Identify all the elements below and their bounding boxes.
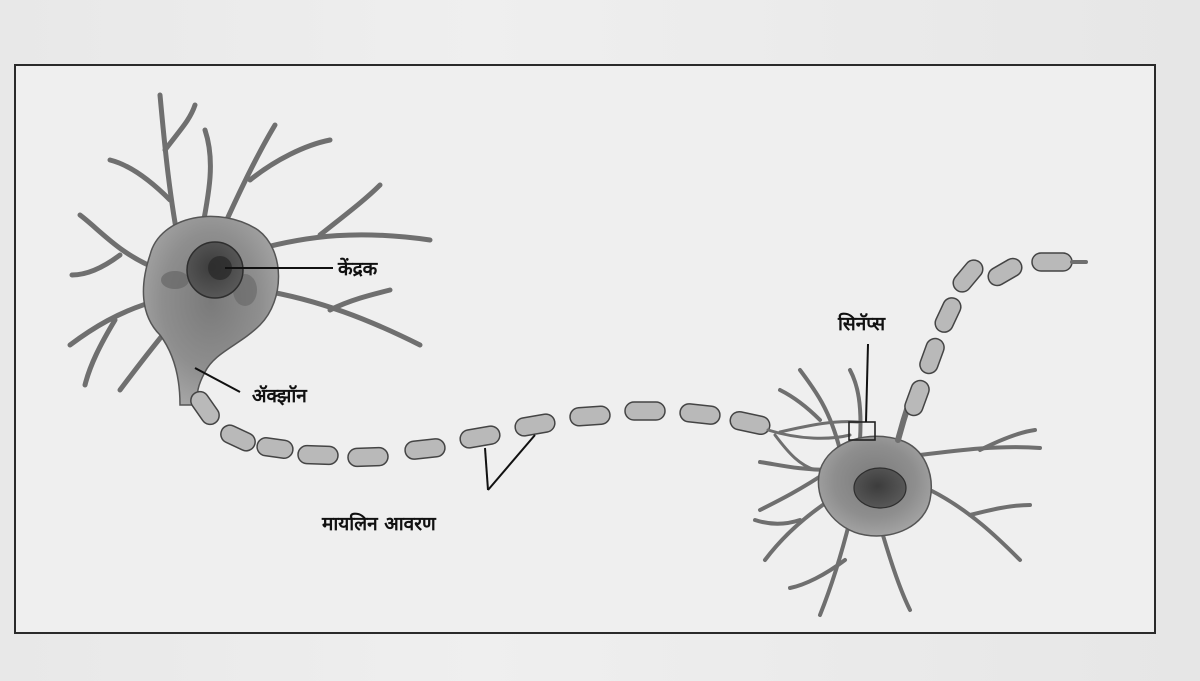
neuron-2-nucleus (853, 467, 907, 509)
myelin-segments (190, 390, 771, 468)
neuron-1-cell-body (142, 215, 280, 406)
axon-label: ॲक्झॉन (252, 385, 308, 407)
myelin-leader-line-1 (484, 447, 489, 491)
neuron-1-organelles (161, 271, 189, 289)
neuron-2-myelin-segments (904, 252, 1073, 417)
axon-leader-line (194, 367, 241, 393)
neuron-2-dendrites (753, 368, 1042, 617)
synapse-label: सिनॅप्स (837, 312, 886, 335)
nucleolus (208, 256, 232, 280)
myelin-leader-line-2 (487, 434, 536, 491)
myelin-sheath-label: मायलिन आवरण (321, 512, 437, 535)
synapse-leader-line (865, 343, 869, 423)
synapse-box (848, 421, 876, 441)
nucleus-label: केंद्रक (337, 257, 379, 280)
